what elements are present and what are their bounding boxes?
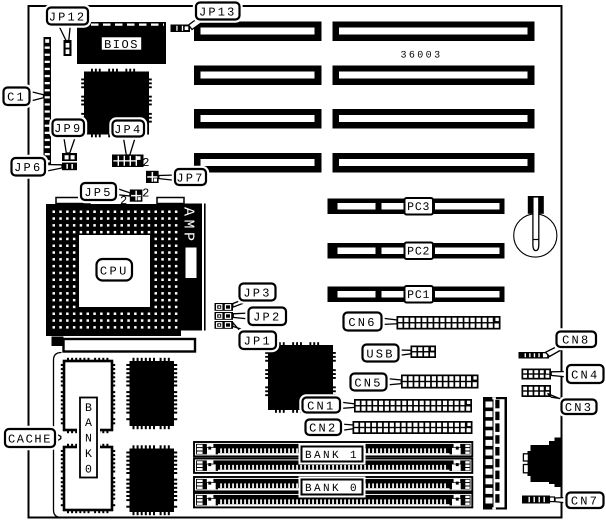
svg-text:0: 0: [85, 463, 92, 476]
svg-text:JP1: JP1: [244, 335, 272, 349]
svg-text:2: 2: [142, 156, 149, 170]
svg-text:BIOS: BIOS: [104, 38, 139, 52]
svg-text:JP6: JP6: [14, 161, 42, 175]
svg-text:BANK 1: BANK 1: [305, 450, 359, 462]
svg-text:CN4: CN4: [571, 368, 599, 382]
svg-text:JP3: JP3: [243, 286, 271, 300]
svg-text:CN3: CN3: [565, 401, 593, 415]
svg-text:BANK 0: BANK 0: [305, 483, 359, 495]
svg-text:CN2: CN2: [309, 422, 337, 436]
svg-text:JP13: JP13: [199, 5, 237, 19]
svg-text:2: 2: [120, 194, 127, 208]
svg-text:USB: USB: [366, 347, 394, 361]
svg-text:CN7: CN7: [571, 495, 599, 509]
svg-text:JP2: JP2: [253, 311, 281, 325]
svg-text:K: K: [85, 448, 92, 461]
svg-text:JP12: JP12: [49, 10, 87, 24]
svg-text:CN1: CN1: [307, 399, 335, 413]
svg-text:CACHE: CACHE: [8, 432, 52, 446]
svg-text:B: B: [85, 402, 92, 415]
svg-text:C1: C1: [7, 91, 26, 105]
svg-text:N: N: [85, 433, 92, 446]
svg-text:JP7: JP7: [176, 171, 204, 185]
svg-text:A: A: [85, 417, 92, 430]
svg-text:PC1: PC1: [407, 289, 430, 302]
svg-text:36003: 36003: [400, 51, 442, 62]
svg-text:CN8: CN8: [562, 334, 590, 348]
svg-text:AMP: AMP: [180, 207, 197, 245]
svg-text:2: 2: [142, 187, 149, 201]
svg-text:CPU: CPU: [100, 264, 129, 278]
svg-text:JP9: JP9: [54, 122, 82, 136]
svg-text:PC2: PC2: [407, 246, 430, 259]
svg-text:CN6: CN6: [348, 316, 376, 330]
svg-text:JP4: JP4: [114, 123, 142, 137]
svg-text:PC3: PC3: [407, 201, 430, 214]
svg-text:JP5: JP5: [84, 186, 112, 200]
svg-text:CN5: CN5: [354, 376, 382, 390]
